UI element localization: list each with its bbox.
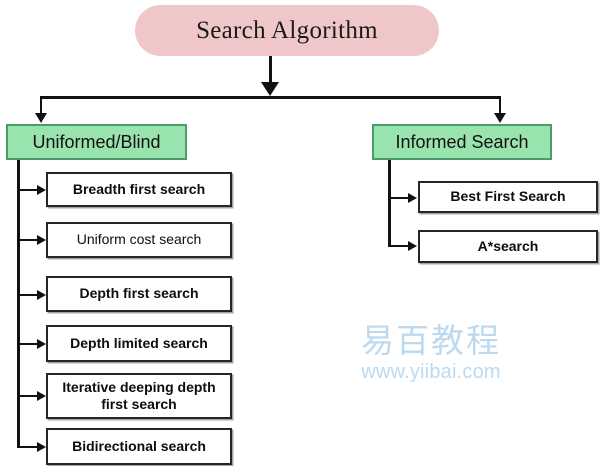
- branch-bus-line: [40, 96, 501, 99]
- spine-line-informed: [388, 160, 391, 246]
- connector-arrow-a-star-search-icon: [408, 241, 417, 251]
- connector-arrow-uniform-cost-search-icon: [37, 235, 46, 245]
- connector-line-iterative-deeping-depth-first-search: [17, 395, 39, 397]
- branch-line-right: [499, 96, 501, 114]
- leaf-node-iterative-deeping-depth-first-search-label: Iterative deeping depth first search: [62, 378, 216, 413]
- leaf-node-a-star-search-label: A*search: [477, 237, 539, 254]
- watermark: 易百教程 www.yiibai.com: [336, 322, 526, 384]
- connector-line-best-first-search: [388, 197, 410, 199]
- category-node-uninformed-label: Uniformed/Blind: [32, 131, 161, 152]
- root-node-label: Search Algorithm: [196, 16, 378, 44]
- spine-line-uninformed: [17, 160, 20, 447]
- connector-line-depth-first-search: [17, 294, 39, 296]
- leaf-node-bidirectional-search: Bidirectional search: [46, 428, 232, 465]
- trunk-arrow-icon: [261, 82, 279, 96]
- leaf-node-breadth-first-search: Breadth first search: [46, 172, 232, 207]
- connector-arrow-iterative-deeping-depth-first-search-icon: [37, 391, 46, 401]
- leaf-node-depth-limited-search-label: Depth limited search: [70, 334, 208, 351]
- connector-arrow-depth-first-search-icon: [37, 290, 46, 300]
- branch-line-left: [40, 96, 42, 114]
- leaf-node-iterative-deeping-depth-first-search: Iterative deeping depth first search: [46, 373, 232, 419]
- category-node-informed-label: Informed Search: [395, 131, 529, 152]
- watermark-brand: 易百教程: [361, 322, 501, 359]
- connector-line-bidirectional-search: [17, 446, 39, 448]
- category-node-informed: Informed Search: [372, 124, 552, 160]
- connector-arrow-best-first-search-icon: [408, 193, 417, 203]
- leaf-node-depth-first-search: Depth first search: [46, 276, 232, 312]
- connector-line-uniform-cost-search: [17, 239, 39, 241]
- watermark-url: www.yiibai.com: [361, 360, 501, 383]
- category-node-uninformed: Uniformed/Blind: [6, 124, 187, 160]
- connector-arrow-breadth-first-search-icon: [37, 185, 46, 195]
- leaf-node-depth-first-search-label: Depth first search: [79, 285, 199, 302]
- connector-line-breadth-first-search: [17, 189, 39, 191]
- leaf-node-uniform-cost-search-label: Uniform cost search: [76, 231, 202, 248]
- trunk-line: [269, 56, 272, 83]
- connector-arrow-bidirectional-search-icon: [37, 442, 46, 452]
- root-node-search-algorithm: Search Algorithm: [135, 5, 439, 56]
- connector-line-a-star-search: [388, 245, 410, 247]
- branch-arrow-right-icon: [494, 113, 506, 123]
- leaf-node-breadth-first-search-label: Breadth first search: [72, 180, 206, 197]
- connector-line-depth-limited-search: [17, 343, 39, 345]
- leaf-node-uniform-cost-search: Uniform cost search: [46, 222, 232, 258]
- leaf-node-best-first-search-label: Best First Search: [450, 188, 566, 205]
- connector-arrow-depth-limited-search-icon: [37, 339, 46, 349]
- leaf-node-bidirectional-search-label: Bidirectional search: [72, 437, 206, 454]
- branch-arrow-left-icon: [35, 113, 47, 123]
- leaf-node-best-first-search: Best First Search: [418, 181, 598, 213]
- leaf-node-depth-limited-search: Depth limited search: [46, 325, 232, 362]
- leaf-node-a-star-search: A*search: [418, 230, 598, 263]
